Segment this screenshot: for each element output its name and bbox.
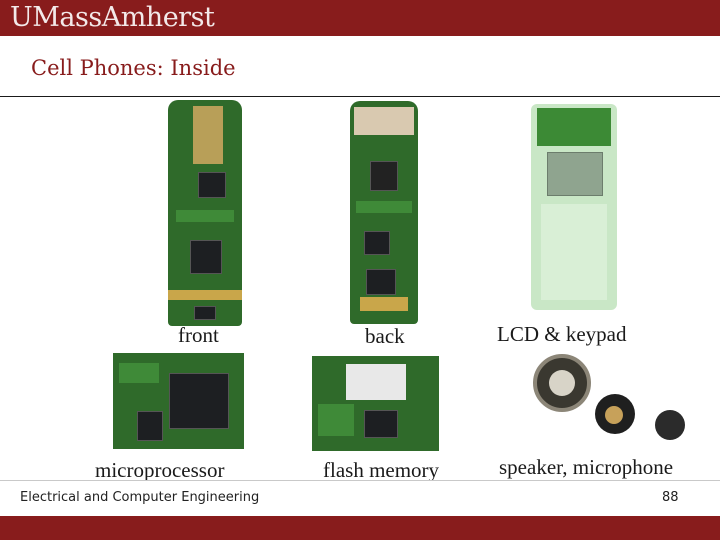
page-number: 88 [662,490,679,505]
caption-speaker-microphone: speaker, microphone [499,455,674,479]
caption-back: back [365,324,405,348]
back-board-photo [350,101,418,324]
footer-bar [0,480,720,516]
footer-text: Electrical and Computer Engineering [20,490,260,505]
header-bar [0,0,720,36]
slide-title: Cell Phones: Inside [31,56,236,80]
logo: UMassAmherst [10,2,215,33]
title-divider [0,96,720,97]
caption-flash-memory: flash memory [323,458,440,482]
caption-microprocessor: microprocessor [95,458,225,482]
caption-lcd-keypad: LCD & keypad [497,322,627,346]
speaker-microphone-photo [517,350,697,460]
caption-front: front [178,323,219,347]
front-board-photo [168,100,242,326]
lcd-keypad-photo [531,104,617,310]
flash-memory-photo [312,356,439,451]
bottom-bar [0,516,720,540]
microprocessor-photo [113,353,244,449]
